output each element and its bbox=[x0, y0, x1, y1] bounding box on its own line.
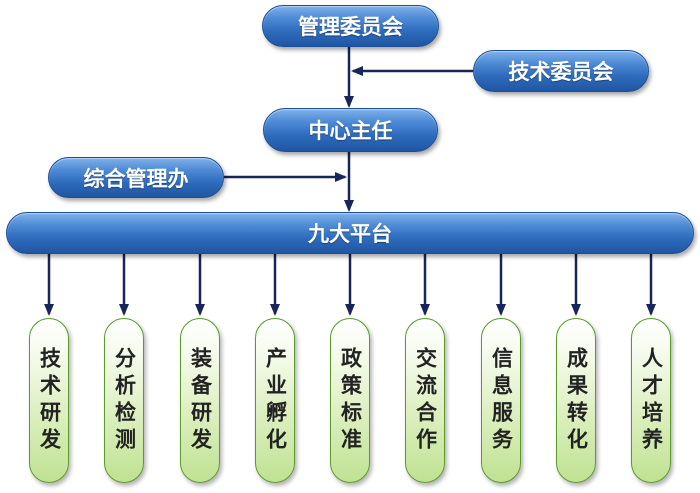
tech-committee-box: 技术委员会 bbox=[473, 50, 649, 92]
platform-box: 技术研发 bbox=[29, 318, 69, 483]
platform-label: 成果转化 bbox=[564, 346, 589, 455]
platform-label: 分析检测 bbox=[112, 346, 137, 455]
platform-label: 装备研发 bbox=[188, 346, 213, 455]
platform-box: 信息服务 bbox=[481, 318, 521, 483]
platform-label: 人才培养 bbox=[639, 346, 664, 455]
platform-box: 产业孵化 bbox=[255, 318, 295, 483]
admin-committee-box: 管理委员会 bbox=[262, 5, 439, 47]
general-office-box: 综合管理办 bbox=[48, 157, 224, 198]
platform-box: 分析检测 bbox=[104, 318, 144, 483]
platform-label: 技术研发 bbox=[37, 346, 62, 455]
platform-box: 政策标准 bbox=[330, 318, 370, 483]
center-director-box: 中心主任 bbox=[263, 108, 438, 152]
platform-box: 装备研发 bbox=[180, 318, 220, 483]
platform-box: 交流合作 bbox=[405, 318, 445, 483]
platform-label: 交流合作 bbox=[413, 346, 438, 455]
platform-label: 信息服务 bbox=[489, 346, 514, 455]
platform-box: 人才培养 bbox=[631, 318, 671, 483]
platform-label: 政策标准 bbox=[338, 346, 363, 455]
platform-label: 产业孵化 bbox=[263, 346, 288, 455]
platform-box: 成果转化 bbox=[556, 318, 596, 483]
nine-platforms-bar: 九大平台 bbox=[6, 212, 694, 254]
platform-arrows bbox=[44, 254, 656, 316]
